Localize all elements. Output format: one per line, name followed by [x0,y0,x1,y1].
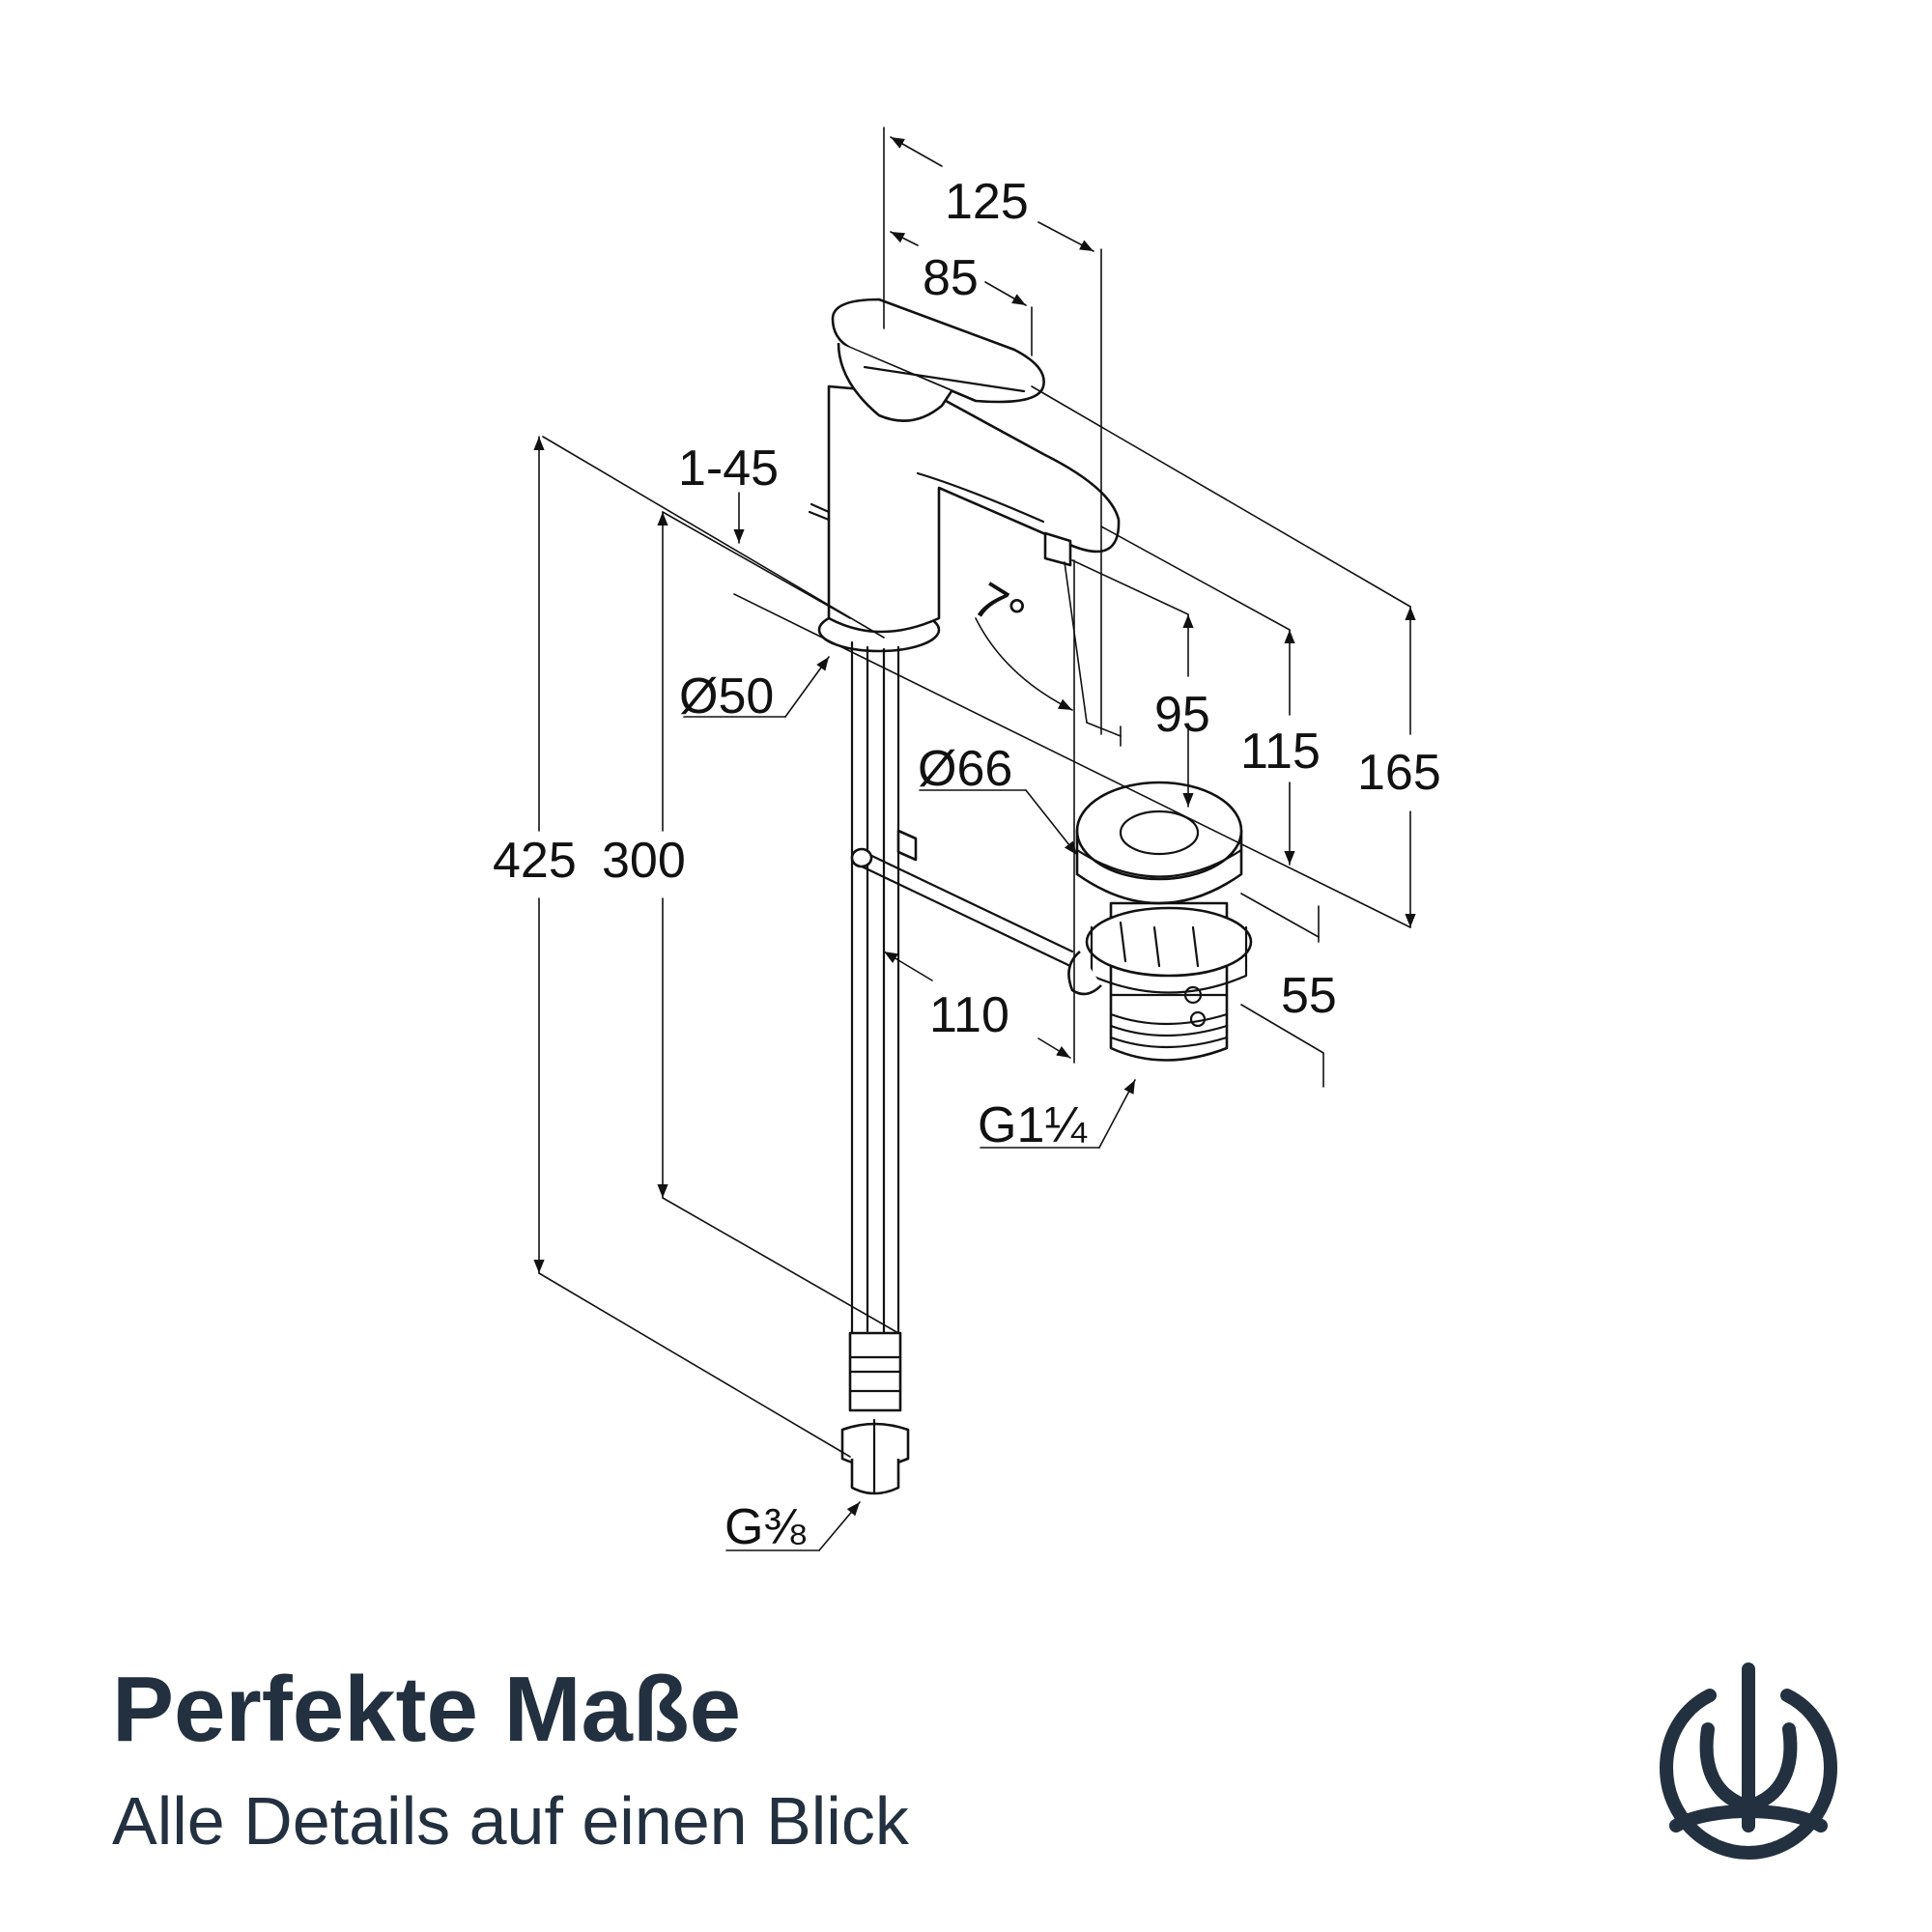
dim-lever: 1-45 [678,440,779,497]
dim-reach: 110 [929,987,1009,1043]
dim-base-diameter: Ø50 [679,668,774,724]
brand-tulip-icon [1659,1662,1838,1861]
dimension-labels: 125 85 7° 1-45 Ø50 95 115 165 Ø66 425 30… [493,174,1441,1555]
dim-height-95: 95 [1154,687,1210,743]
dim-angle: 7° [964,572,1035,645]
faucet [808,298,1121,1495]
page-subtitle: Alle Details auf einen Blick [112,1783,909,1859]
dim-drain-diameter: Ø66 [918,741,1012,797]
dim-drain-thread: G1¼ [978,1097,1087,1153]
drain-valve [1067,781,1253,1062]
dim-hose-thread: G⅜ [724,1499,806,1555]
dim-height-hose: 300 [602,833,686,889]
dim-width-spout: 85 [923,250,979,306]
dim-height-165: 165 [1357,745,1441,801]
dim-height-115: 115 [1240,724,1321,780]
dim-width-total: 125 [945,174,1029,230]
page-title: Perfekte Maße [112,1658,741,1761]
dim-height-total: 425 [493,833,577,889]
dim-drain-depth: 55 [1281,968,1337,1024]
dimension-lines [533,127,1416,1551]
